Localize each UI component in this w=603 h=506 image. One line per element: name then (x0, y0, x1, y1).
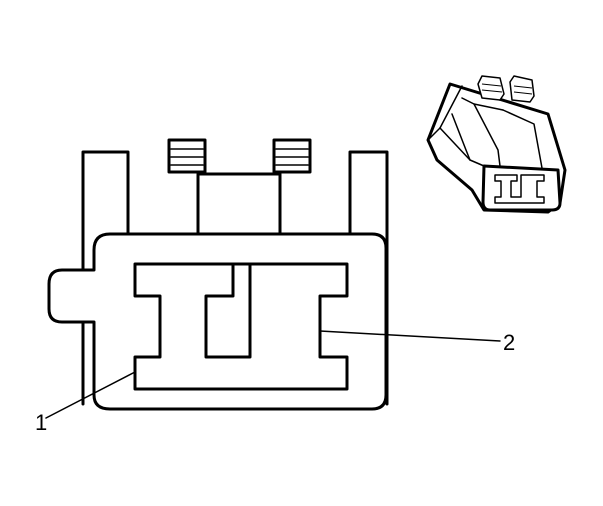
iso-terminal-tabs (477, 75, 535, 103)
callout-2-label: 2 (503, 330, 515, 355)
callout-2: 2 (319, 330, 515, 355)
connector-iso-view (426, 75, 567, 214)
connector-front-view (47, 138, 389, 411)
terminal-tab-right (272, 138, 312, 174)
callout-1-label: 1 (35, 410, 47, 435)
callout-1: 1 (35, 371, 136, 435)
terminal-tab-left (167, 138, 207, 174)
terminal-cavity (133, 262, 349, 391)
